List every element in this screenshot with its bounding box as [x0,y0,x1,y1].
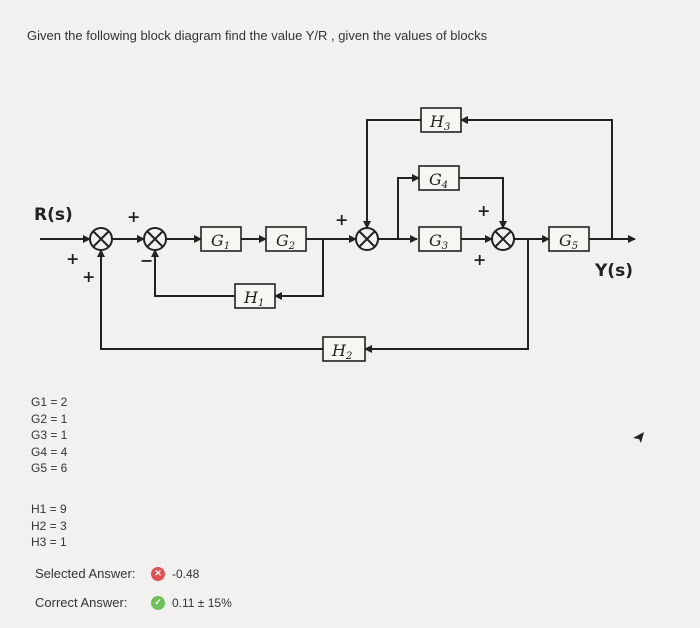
block-g2 [265,226,307,252]
selected-answer-value: -0.48 [172,566,200,581]
h1-label: H1 [243,288,264,309]
g1-label: G1 [211,231,230,252]
sign-j2-left: + [127,207,140,226]
h2-label: H2 [331,341,352,362]
correct-answer-value: 0.11 ± 15% [172,595,232,610]
correct-answer-row: Correct Answer: ✓ 0.11 ± 15% [35,595,232,610]
summing-junction-4 [491,227,515,251]
output-label: Y(s) [594,261,633,281]
selected-answer-label: Selected Answer: [35,566,136,581]
sign-j2-bottom: − [140,251,153,270]
h-value: H2 = 3 [31,518,67,533]
block-h1 [234,283,276,309]
block-h3 [420,107,462,133]
block-diagram: G1 G2 G3 G4 G5 H3 H1 H2 R(s) Y(s) + + + … [34,107,636,362]
sign-j3-left: + [335,210,348,229]
h3-label: H3 [429,112,450,133]
block-g4 [418,165,460,191]
summing-junction-2 [143,227,167,251]
block-g1 [200,226,242,252]
x-circle-icon: ✕ [151,566,165,581]
sign-j1-bottom-a: + [66,249,79,268]
h-values-list: H1 = 9 H2 = 3 H3 = 1 [31,502,67,552]
h-value: H1 = 9 [31,502,67,516]
block-h2 [322,336,366,362]
g-value: G2 = 1 [31,411,68,426]
g3-label: G3 [429,231,448,252]
g-value: G1 = 2 [31,395,68,409]
g-value: G3 = 1 [31,428,68,442]
check-circle-icon: ✓ [151,595,165,610]
g5-label: G5 [559,231,578,252]
correct-answer-label: Correct Answer: [35,595,128,610]
question-text: Given the following block diagram find t… [27,28,488,43]
selected-answer-row: Selected Answer: ✕ -0.48 [35,566,199,581]
sign-j4-bottom: + [473,250,486,269]
g-value: G4 = 4 [31,444,68,459]
g4-label: G4 [429,170,448,191]
g-values-list: G1 = 2 G2 = 1 G3 = 1 G4 = 4 G5 = 6 [31,395,67,478]
h-value: H3 = 1 [31,535,67,549]
summing-junction-3 [355,227,379,251]
sign-j1-bottom-b: + [82,267,95,286]
g2-label: G2 [276,231,295,252]
summing-junction-1 [89,227,113,251]
sign-j4-top: + [477,201,490,220]
input-label: R(s) [34,205,73,225]
mouse-cursor-icon [633,432,644,443]
g-value: G5 = 6 [31,461,68,475]
block-g3 [418,226,462,252]
block-g5 [548,226,590,252]
